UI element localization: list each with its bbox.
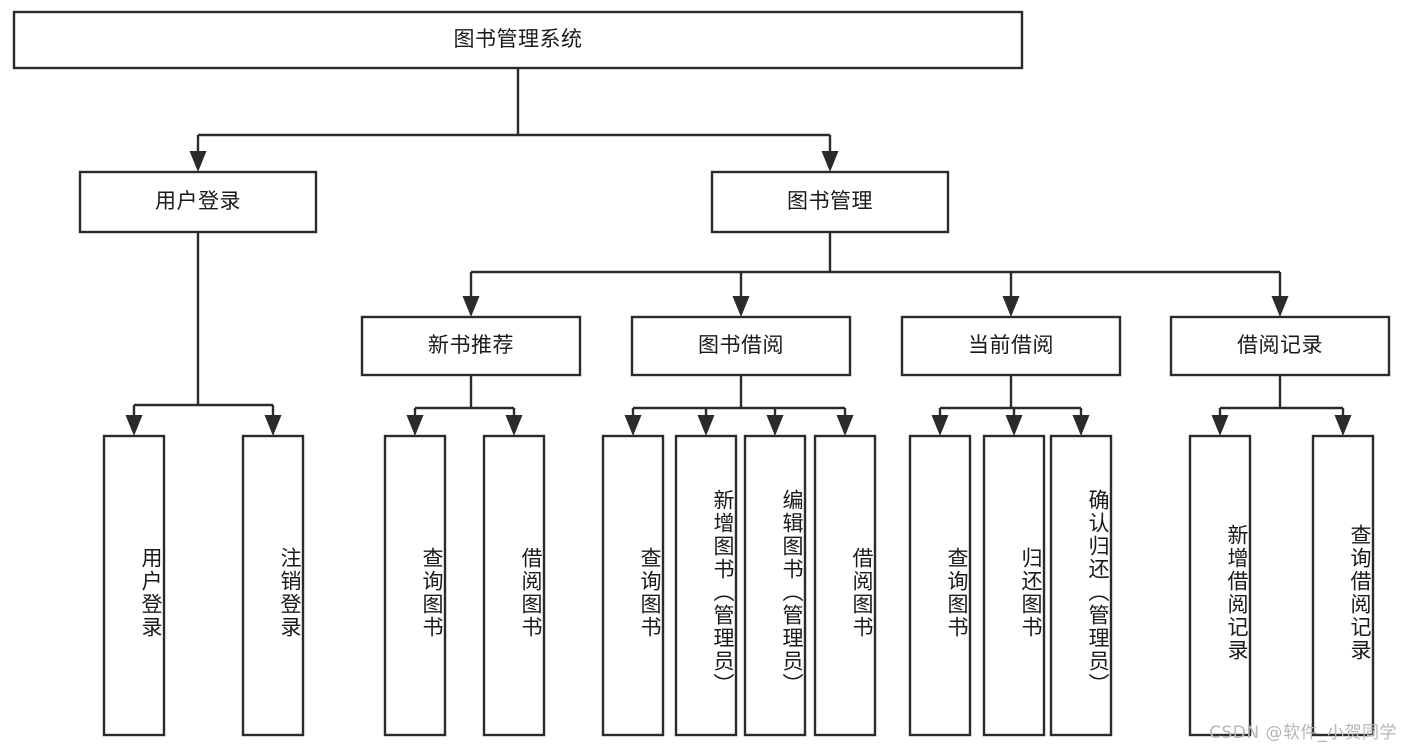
node-box-leaf-user-login[interactable] — [102, 434, 166, 737]
arrow-head-leaf-edit-book — [766, 415, 784, 436]
node-box-book_borrow[interactable] — [630, 315, 852, 377]
arrow-head-leaf-query-book-cur — [931, 415, 949, 436]
arrow-head-leaf-query-record — [1334, 415, 1352, 436]
arrow-head-leaf-confirm-return — [1072, 415, 1090, 436]
arrow-head-leaf-return-book — [1005, 415, 1023, 436]
arrow-head-book_manage — [821, 151, 839, 172]
node-box-leaf-query-book-bor[interactable] — [601, 434, 665, 737]
arrow-head-leaf-query-book-rec — [406, 415, 424, 436]
node-box-leaf-borrow-book-bor[interactable] — [813, 434, 877, 737]
node-box-current_borrow[interactable] — [900, 315, 1122, 377]
node-box-leaf-edit-book[interactable] — [743, 434, 807, 737]
node-box-leaf-query-book-rec[interactable] — [383, 434, 447, 737]
node-box-leaf-logout[interactable] — [241, 434, 305, 737]
arrow-head-current_borrow — [1002, 296, 1020, 317]
box-layer — [12, 10, 1391, 737]
arrow-head-new_book_rec — [462, 296, 480, 317]
node-box-leaf-borrow-book-rec[interactable] — [482, 434, 546, 737]
edge-layer — [125, 68, 1352, 436]
arrow-head-leaf-user-login — [125, 415, 143, 436]
node-box-leaf-return-book[interactable] — [982, 434, 1046, 737]
node-box-user_login[interactable] — [78, 170, 318, 234]
arrow-head-leaf-logout — [264, 415, 282, 436]
arrow-head-leaf-add-record — [1211, 415, 1229, 436]
node-box-new_book_rec[interactable] — [360, 315, 582, 377]
node-box-leaf-confirm-return[interactable] — [1049, 434, 1113, 737]
arrow-head-leaf-borrow-book-rec — [505, 415, 523, 436]
arrow-head-leaf-query-book-bor — [624, 415, 642, 436]
node-box-borrow_record[interactable] — [1169, 315, 1391, 377]
node-box-root[interactable] — [12, 10, 1024, 70]
arrow-head-book_borrow — [732, 296, 750, 317]
node-box-leaf-query-record[interactable] — [1311, 434, 1375, 737]
arrow-head-leaf-add-book — [697, 415, 715, 436]
node-box-book_manage[interactable] — [710, 170, 950, 234]
arrow-head-leaf-borrow-book-bor — [836, 415, 854, 436]
node-box-leaf-add-record[interactable] — [1188, 434, 1252, 737]
arrow-head-user_login — [189, 151, 207, 172]
node-box-leaf-add-book[interactable] — [674, 434, 738, 737]
node-box-leaf-query-book-cur[interactable] — [908, 434, 972, 737]
arrow-head-borrow_record — [1271, 296, 1289, 317]
